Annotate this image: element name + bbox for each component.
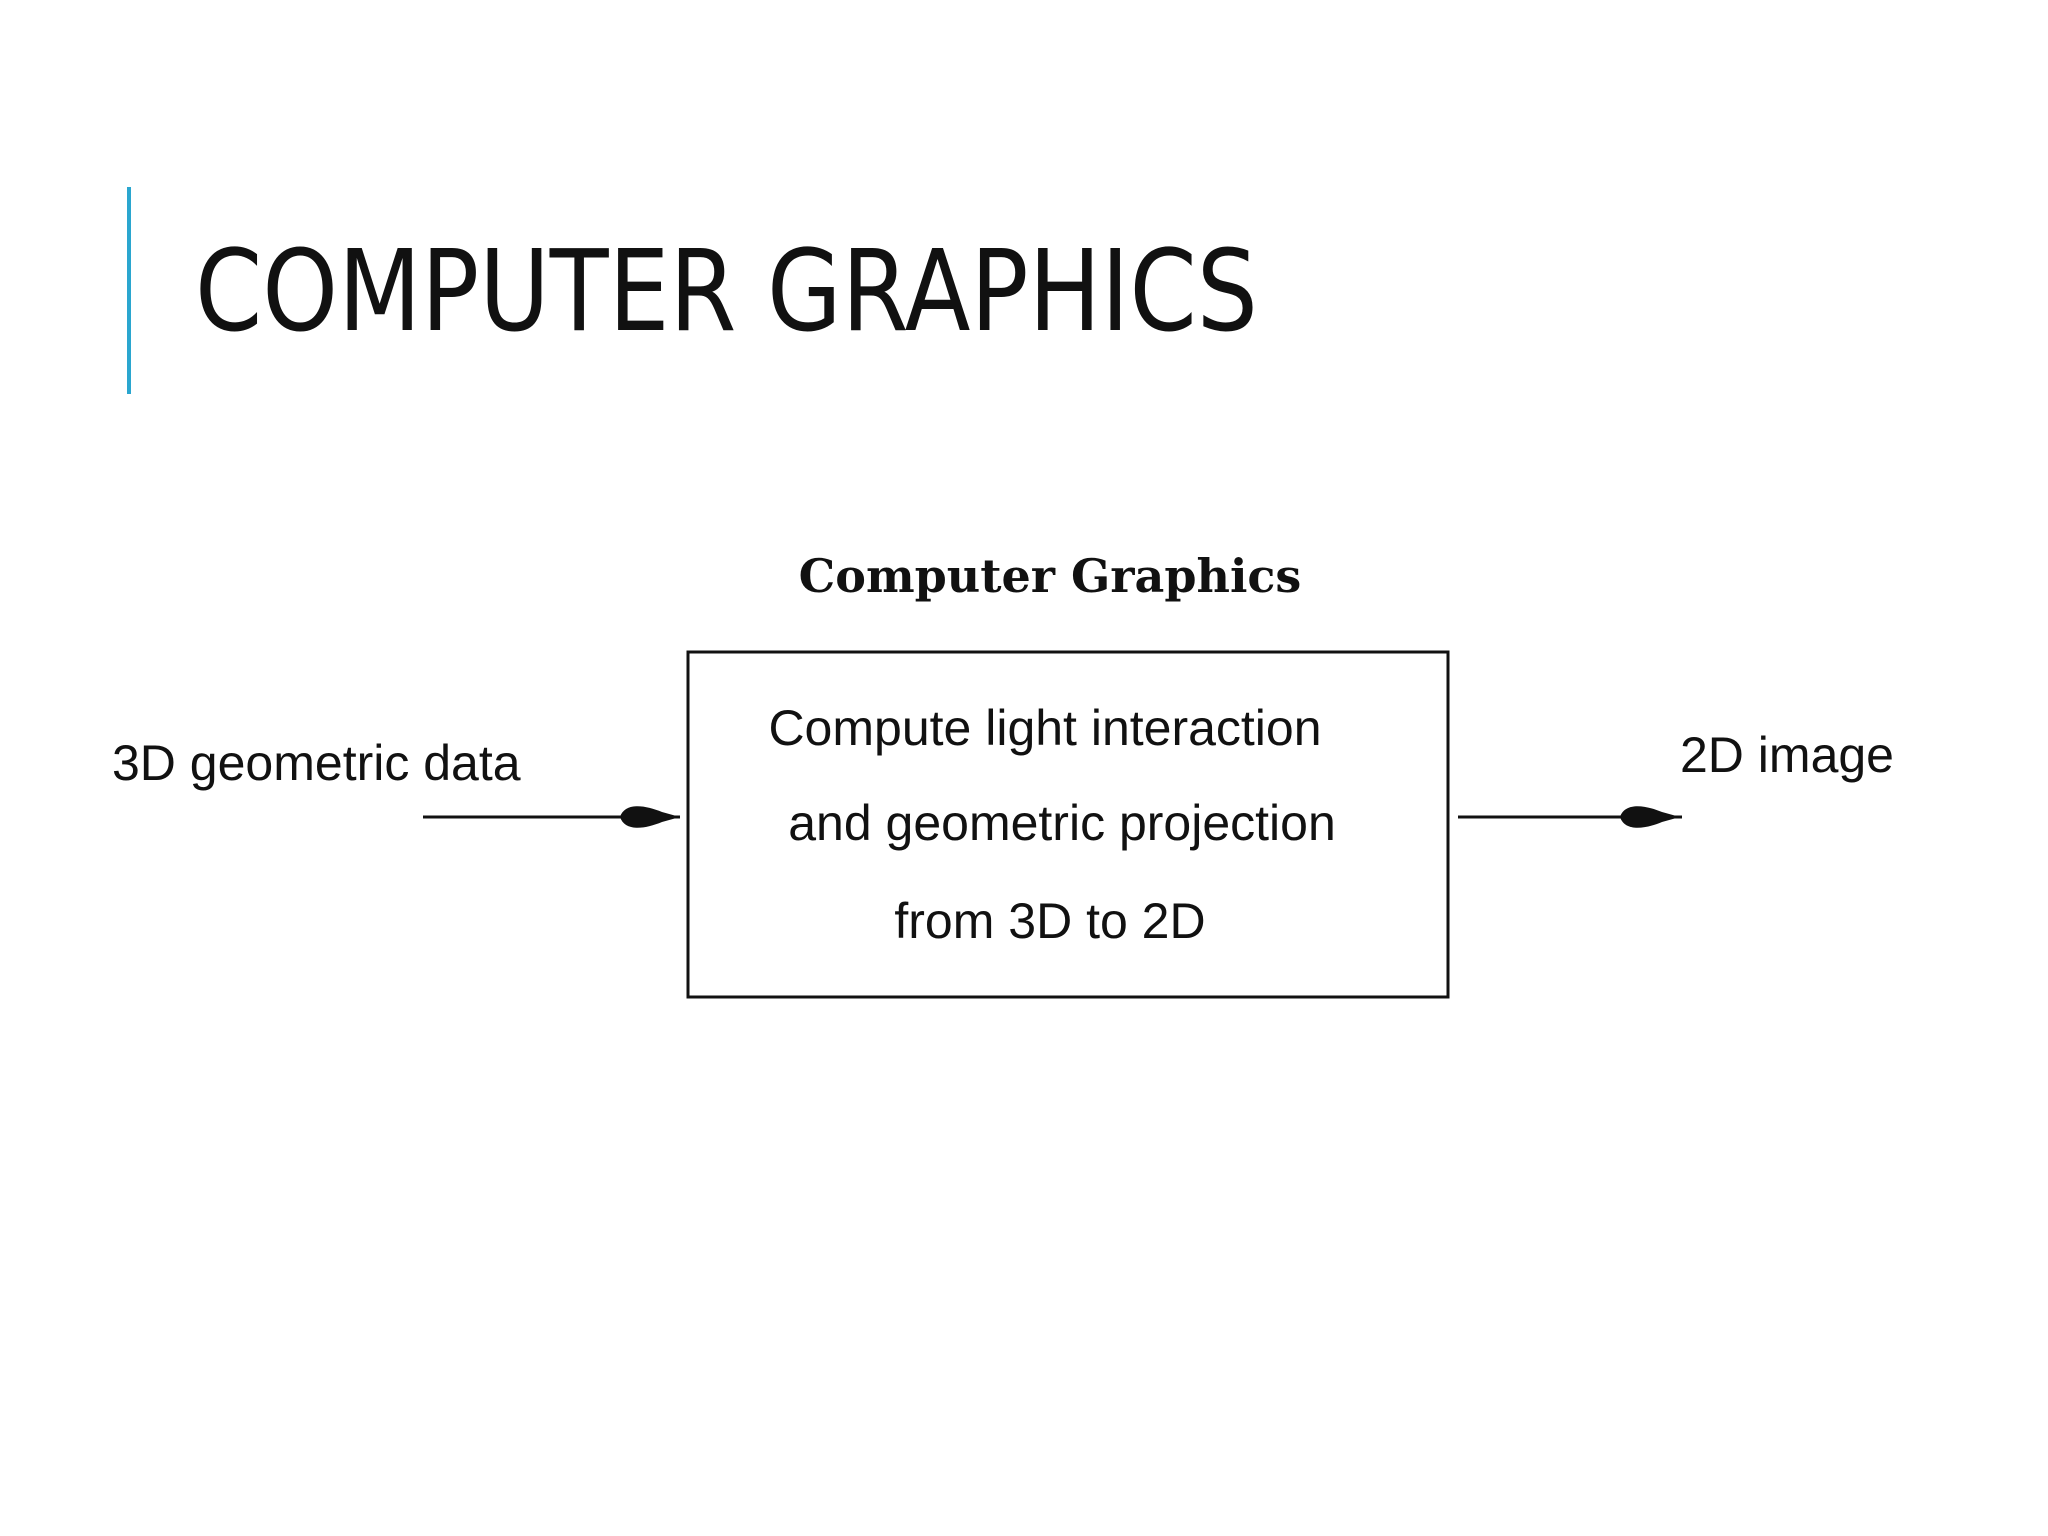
process-box bbox=[686, 650, 1450, 999]
input-arrow bbox=[423, 806, 680, 828]
slide-title: COMPUTER GRAPHICS bbox=[195, 227, 1258, 357]
output-arrow bbox=[1458, 806, 1682, 828]
output-label: 2D image bbox=[1680, 727, 1894, 783]
input-label: 3D geometric data bbox=[112, 735, 521, 791]
process-line-2: and geometric projection bbox=[788, 795, 1336, 851]
process-line-1: Compute light interaction bbox=[768, 700, 1321, 756]
process-line-3: from 3D to 2D bbox=[894, 893, 1205, 949]
diagram-title: Computer Graphics bbox=[799, 549, 1302, 603]
title-accent-bar bbox=[127, 187, 131, 394]
